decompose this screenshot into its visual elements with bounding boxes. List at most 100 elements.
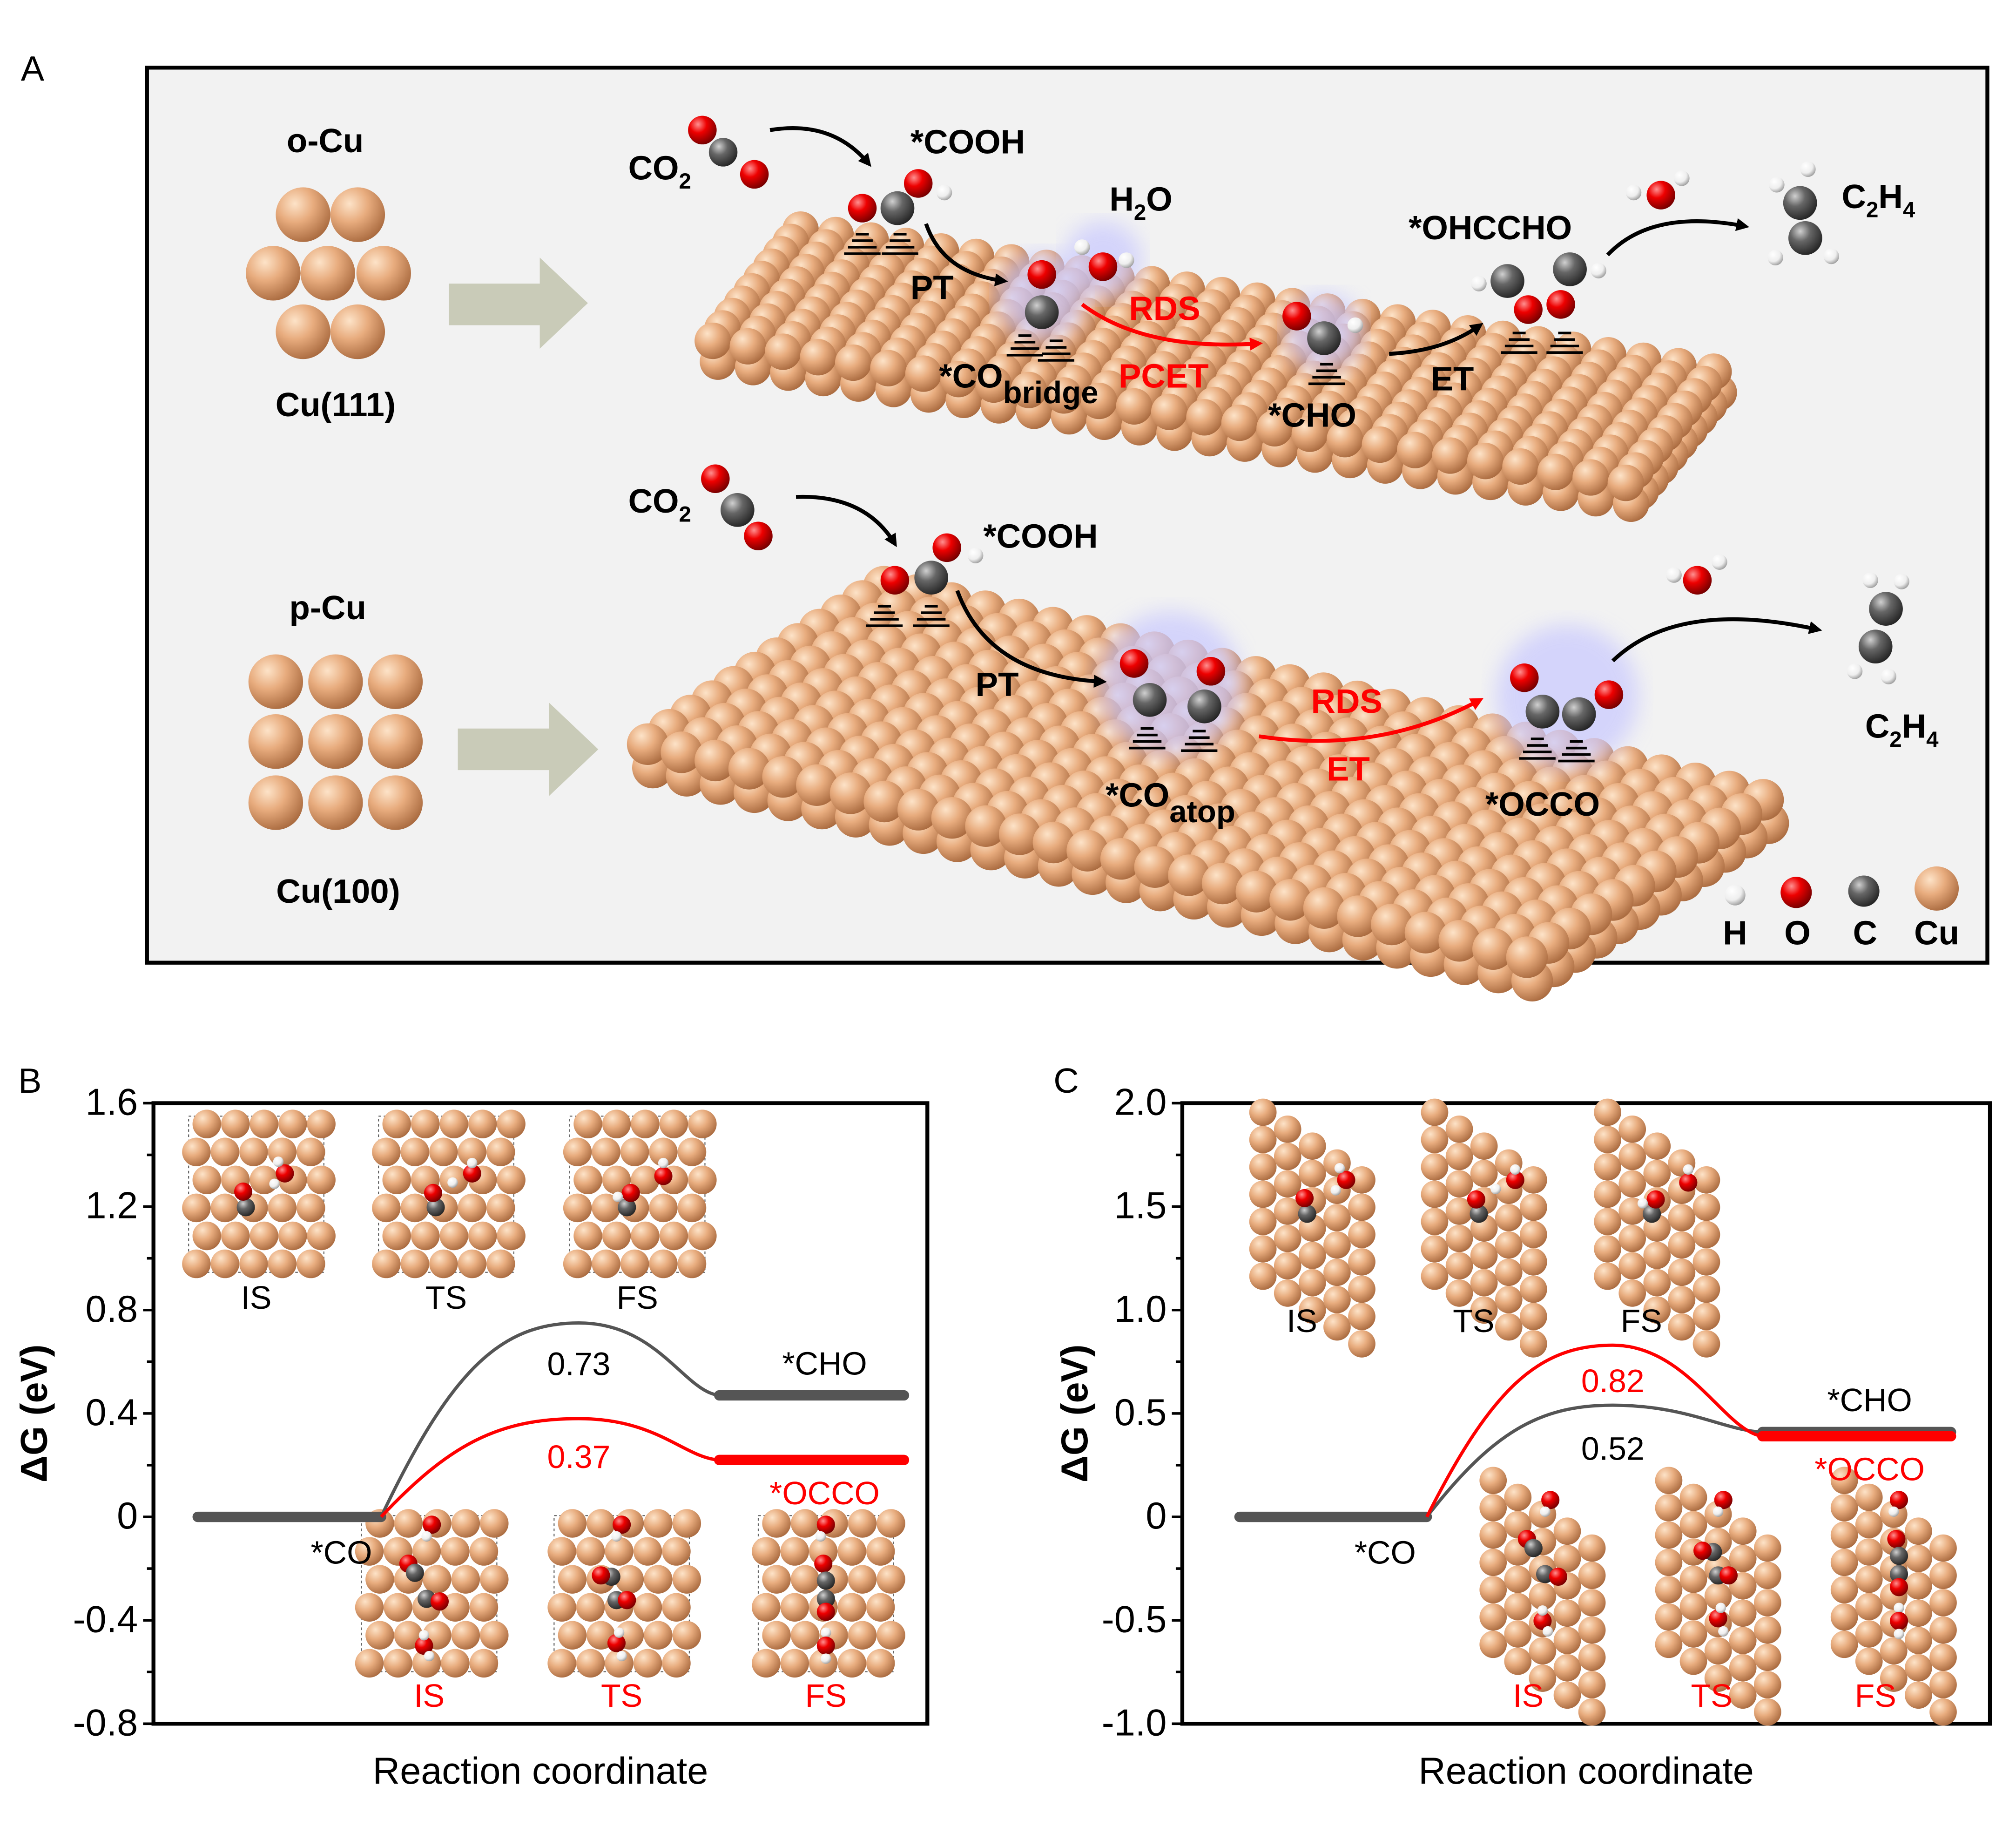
cu-atom-icon	[631, 1221, 660, 1251]
legend-label-cu: Cu	[1914, 914, 1959, 952]
cu-atom-icon	[1668, 1204, 1696, 1231]
cu-atom-icon	[863, 780, 905, 823]
cu-atom-icon	[728, 748, 770, 790]
cu-atom-icon	[368, 654, 423, 709]
o-atom-icon	[1196, 657, 1226, 686]
cu-atom-icon	[451, 1621, 480, 1650]
cu-atom-icon	[1905, 1517, 1932, 1545]
o-atom-icon	[1546, 290, 1575, 319]
cu-atom-icon	[330, 304, 385, 359]
h-atom-icon	[1823, 248, 1839, 264]
cu-atom-icon	[796, 764, 838, 806]
cu-atom-icon	[1753, 1698, 1781, 1726]
o-atom-icon	[1889, 1578, 1908, 1596]
cu-atom-icon	[248, 714, 303, 769]
c-atom-icon	[1889, 1565, 1908, 1583]
h-atom-icon	[821, 1627, 831, 1638]
o-atom-icon	[1337, 1170, 1355, 1189]
cu-atom-icon	[486, 1193, 515, 1223]
cu-atom-icon	[1880, 1664, 1908, 1692]
adsorbate-molecules	[688, 115, 1909, 768]
h-atom-icon	[936, 184, 952, 201]
cu-atom-icon	[1578, 1589, 1606, 1617]
cu-atom-icon	[563, 1137, 592, 1166]
cu-atom-icon	[1445, 1224, 1473, 1252]
cu-atom-icon	[411, 1221, 440, 1251]
cu-atom-icon	[1323, 1313, 1351, 1341]
cu-atom-icon	[1753, 1644, 1781, 1671]
cu-atom-icon	[1520, 1193, 1547, 1221]
cu-atom-icon	[1502, 448, 1539, 485]
level-label-cho: *CHO	[1827, 1382, 1912, 1418]
cu-atom-icon	[1269, 879, 1311, 921]
label-h2o-top: H2O	[1109, 181, 1172, 225]
cu-atom-icon	[762, 1509, 791, 1538]
h-atom-icon	[1894, 574, 1909, 589]
y-tick-label: 1.5	[1114, 1185, 1167, 1227]
cu-atom-icon	[1594, 1153, 1621, 1181]
cu-atom-icon	[384, 1649, 412, 1678]
label-et-bottom: ET	[1327, 751, 1370, 788]
cu-atom-icon	[239, 1249, 268, 1278]
cu-atom-icon	[439, 1109, 468, 1138]
cu-atom-icon	[400, 1137, 430, 1166]
cu-atom-icon	[1323, 1231, 1351, 1259]
cu-atom-icon	[1855, 1593, 1883, 1621]
label-o-cu: o-Cu	[287, 122, 364, 160]
c-atom-icon	[1553, 252, 1587, 286]
cu-atom-icon	[592, 1137, 620, 1166]
cu-atom-icon	[1249, 1098, 1277, 1126]
cu-atom-icon	[1929, 1589, 1957, 1617]
cu-atom-icon	[1729, 1599, 1757, 1627]
cu-atom-icon	[458, 1193, 487, 1223]
cu-atom-icon	[297, 1193, 325, 1223]
cu-atom-icon	[672, 1621, 701, 1650]
h-atom-icon	[467, 1157, 478, 1169]
o-atom-icon	[234, 1182, 253, 1201]
cu-atom-icon	[662, 1537, 691, 1566]
c-atom-icon	[720, 493, 755, 527]
cu-atom-icon	[1298, 1160, 1326, 1187]
barrier-label: 0.37	[547, 1439, 610, 1475]
o-atom-icon	[1119, 649, 1149, 678]
cu-atom-icon	[573, 1109, 602, 1138]
cu-atom-icon	[649, 1249, 678, 1278]
cu-atom-icon	[1830, 1630, 1858, 1658]
cu-atom-icon	[547, 1649, 576, 1678]
inset-label-top: TS	[1453, 1303, 1494, 1339]
inset-label-bottom: FS	[1855, 1677, 1896, 1714]
cu-atom-icon	[877, 1621, 905, 1650]
o-atom-icon	[701, 464, 730, 493]
cu-atom-icon	[672, 1565, 701, 1594]
arrow-pt-bottom	[955, 590, 1107, 688]
c-atom-icon	[1133, 683, 1167, 717]
cu-atom-icon	[631, 1109, 660, 1138]
h-atom-icon	[1800, 161, 1816, 177]
cu-atom-icon	[649, 1137, 678, 1166]
cu-atom-icon	[1011, 372, 1047, 408]
inset-structure	[182, 1109, 336, 1278]
c-atom-icon	[1869, 592, 1903, 626]
cu-atom-icon	[1080, 383, 1118, 419]
cu-atom-icon	[308, 775, 363, 830]
cu-atom-icon	[1066, 830, 1108, 872]
o-atom-icon	[1533, 1611, 1552, 1630]
level-label-initial: *CO	[311, 1535, 372, 1571]
cu-atom-icon	[1274, 1224, 1301, 1252]
cu-atom-icon	[497, 1221, 526, 1251]
cu-atom-icon	[458, 1249, 487, 1278]
cu-atom-icon	[677, 1193, 707, 1223]
cu-atom-icon	[1479, 1549, 1507, 1576]
label-rds-bottom: RDS	[1311, 683, 1382, 720]
cu-atom-icon	[268, 1193, 297, 1223]
cu-atom-icon	[1905, 1599, 1932, 1627]
o-atom-icon	[1889, 1611, 1908, 1630]
o-atom-icon	[932, 533, 961, 562]
h-atom-icon	[1713, 1506, 1724, 1517]
o-atom-icon	[1679, 1173, 1698, 1192]
cu-atom-icon	[1679, 1620, 1707, 1648]
cu-atom-icon	[1729, 1627, 1757, 1654]
cu-atom-icon	[1905, 1545, 1932, 1572]
cu-atom-icon	[975, 366, 1012, 403]
cu-slabs	[627, 211, 1789, 1001]
